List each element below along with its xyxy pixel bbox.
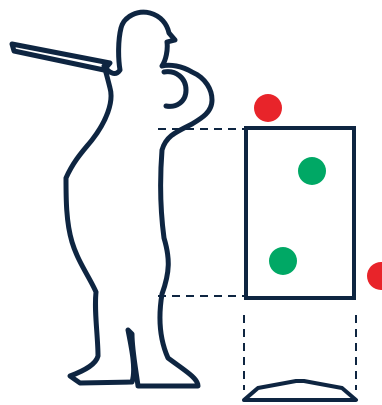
ball-pitch-marker	[254, 94, 282, 122]
home-plate-icon	[244, 381, 356, 400]
bat-icon	[12, 44, 110, 70]
batter-arm-outline	[164, 72, 186, 107]
ball-pitch-marker	[367, 262, 382, 290]
strike-pitch-marker	[269, 247, 297, 275]
strike-pitch-marker	[298, 157, 326, 185]
batter-silhouette-icon	[12, 12, 212, 386]
zone-guide-lines	[158, 129, 356, 390]
pitch-markers	[254, 94, 382, 290]
strike-zone-box	[246, 128, 354, 298]
